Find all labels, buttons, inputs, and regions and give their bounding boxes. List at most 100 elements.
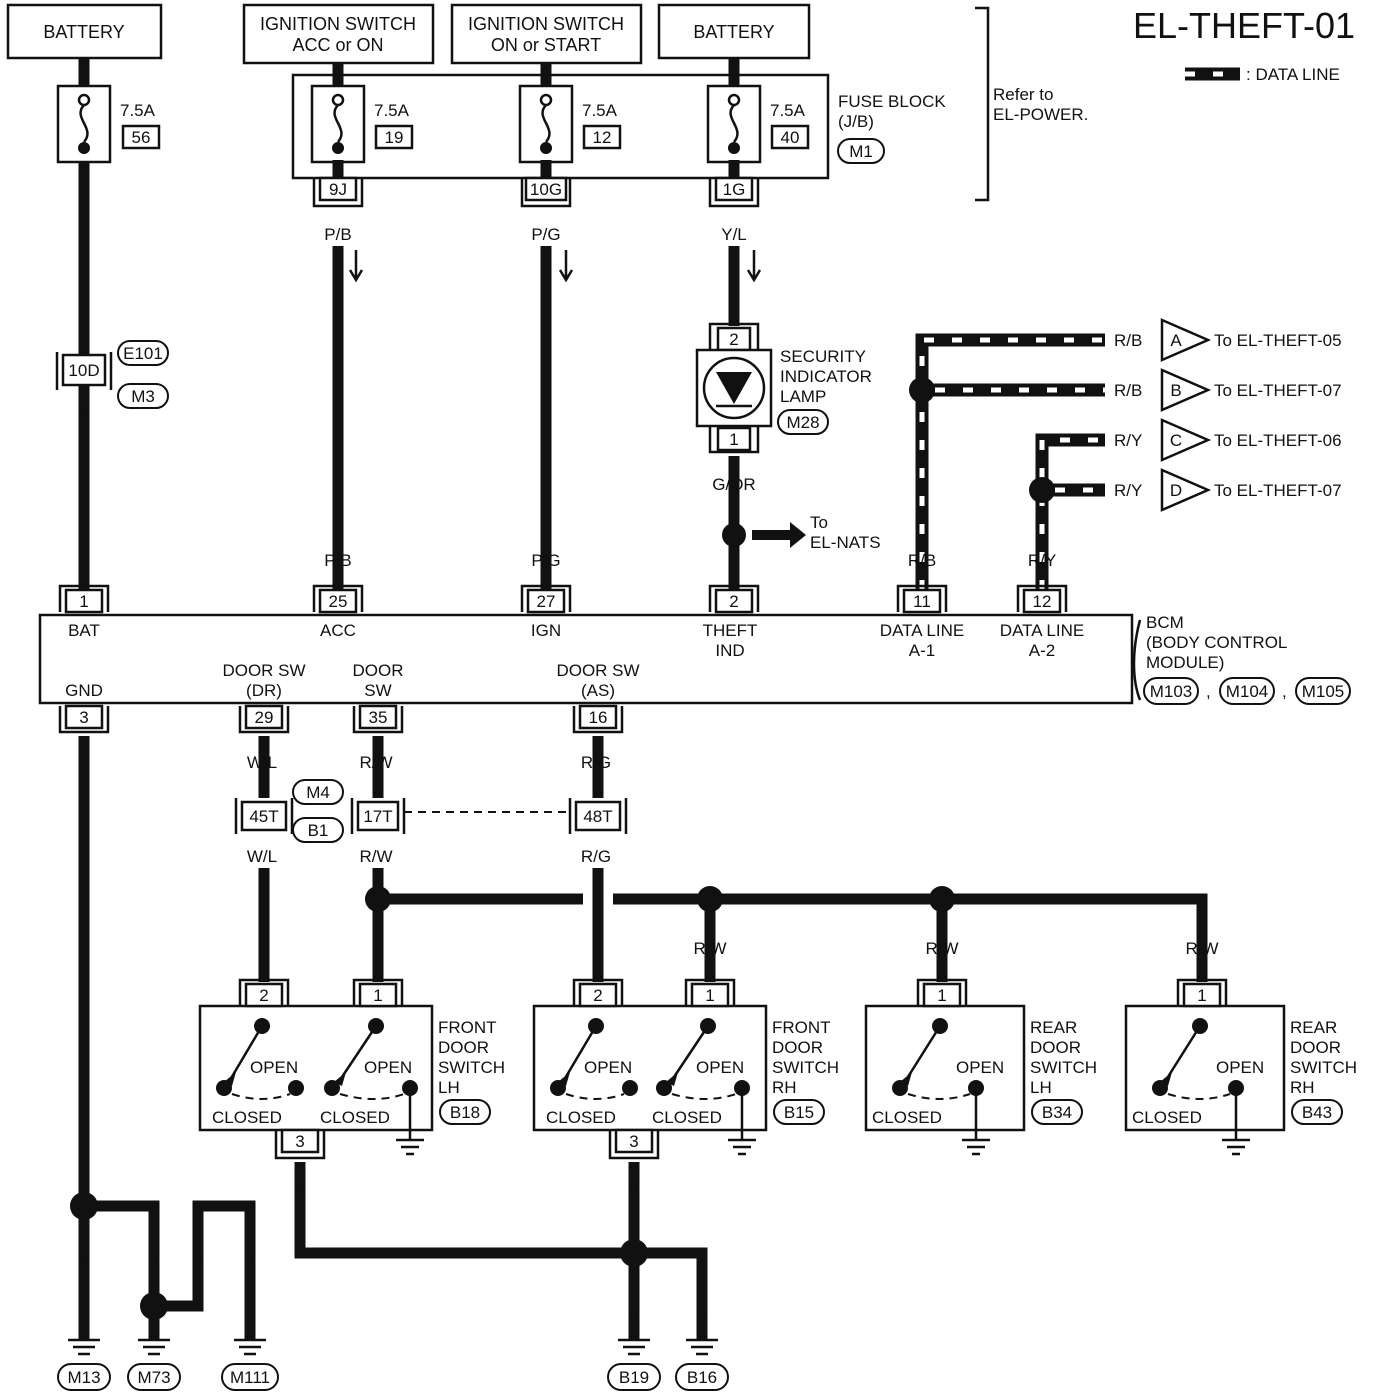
wire-label-rb-bcm: R/B (908, 551, 936, 570)
rdl-conn: B34 (1042, 1103, 1072, 1122)
mid-conn-17t (350, 798, 406, 834)
wire-label-p1: P (78, 179, 89, 198)
splice-b19 (620, 1239, 648, 1267)
ground-m111: M111 (230, 1368, 270, 1387)
ground-b16-pill (675, 1363, 729, 1391)
wire-label-ry-bcm: R/Y (1028, 551, 1056, 570)
fdr-label1: FRONT (772, 1018, 831, 1037)
mid-conn-45t (234, 798, 294, 834)
rdr-label4: RH (1290, 1078, 1315, 1097)
wire-label-b-b16: B (696, 1309, 707, 1328)
wire-label-b-fr: B (628, 1181, 639, 1200)
fdr-pin3 (608, 1128, 660, 1160)
ground-m111-pill (221, 1363, 279, 1391)
bcm-pin-35-label2: SW (364, 681, 391, 700)
term-9j (312, 176, 364, 208)
bcm-body (38, 613, 1134, 705)
ground-m73-pill (127, 1363, 181, 1391)
data-output-d (1160, 468, 1212, 512)
ground-b19: B19 (619, 1368, 649, 1387)
splice-nats (722, 523, 746, 547)
wire-label-pg1: P/G (531, 225, 560, 244)
fdl-pin1 (352, 978, 404, 1008)
wire-label-rg1: R/G (581, 753, 611, 772)
mid-conn-pill-m4 (292, 779, 344, 805)
fdl-pin2-num: 2 (259, 986, 268, 1005)
fuse-40-numbox (770, 124, 810, 150)
bcm-pin-12-num: 12 (1033, 592, 1052, 611)
fdr-conn: B15 (784, 1103, 814, 1122)
wire-label-b-m73: B (148, 1249, 159, 1268)
battery1-label: BATTERY (43, 22, 124, 42)
data-output-b (1160, 368, 1212, 412)
data-output-b-letter: B (1170, 381, 1181, 400)
bcm-pin-12 (1016, 584, 1068, 614)
bcm-pin-2-num: 2 (729, 592, 738, 611)
fuse-block-label1: FUSE BLOCK (838, 92, 946, 111)
rdl-open: OPEN (956, 1058, 1004, 1077)
rdl-switch (892, 1018, 984, 1140)
rdl-label4: LH (1030, 1078, 1052, 1097)
ign-on-label2: ON or START (491, 35, 601, 55)
fdl-label2: DOOR (438, 1038, 489, 1057)
bcm-pin-35-label1: DOOR (353, 661, 404, 680)
bcm-sep1: , (1206, 682, 1211, 701)
fdl-open-b: OPEN (364, 1058, 412, 1077)
mid-conn-48t (568, 798, 628, 834)
legend-data-line: : DATA LINE (1185, 65, 1340, 84)
wire-label-p2: P (78, 321, 89, 340)
wire-label-wl2: W/L (247, 847, 277, 866)
fdr-pin1 (684, 978, 736, 1008)
legend-label: : DATA LINE (1246, 65, 1340, 84)
ign-on-box (450, 3, 643, 65)
fuse-block-conn: M1 (849, 142, 873, 161)
lamp-pin-bot: 1 (729, 430, 738, 449)
fdl-open-a: OPEN (250, 1058, 298, 1077)
splice-a1 (909, 377, 935, 403)
rdl-pin1 (916, 978, 968, 1008)
fuse-12-numbox (582, 124, 622, 150)
wire-m111 (154, 1200, 256, 1340)
data-output-c-dest: To EL-THEFT-06 (1214, 431, 1342, 450)
fdl-closed-b: CLOSED (320, 1108, 390, 1127)
bcm-bracket (1132, 619, 1142, 701)
ground-icon (68, 1338, 100, 1356)
wire-m73 (84, 1200, 160, 1340)
ground-b16: B16 (687, 1368, 717, 1387)
ign-on-label1: IGNITION SWITCH (468, 14, 624, 34)
ground-b19-pill (607, 1363, 661, 1391)
wire-label-rg2: R/G (581, 847, 611, 866)
rdl-conn-pill (1031, 1099, 1083, 1125)
data-output-a (1160, 318, 1212, 362)
mid-conn-45t-label: 45T (249, 807, 278, 826)
rdl-label2: DOOR (1030, 1038, 1081, 1057)
rdr-conn-pill (1291, 1099, 1343, 1125)
bcm-conn1: M103 (1150, 682, 1193, 701)
data-output-d-dest: To EL-THEFT-07 (1214, 481, 1342, 500)
wire-label-pb2: P/B (324, 551, 351, 570)
bcm-conn3-pill (1295, 677, 1351, 705)
bcm-pin-1-num: 1 (79, 592, 88, 611)
fdr-label4: RH (772, 1078, 797, 1097)
wire-label-b-link: B (192, 1249, 203, 1268)
inline-connector-pin: 10D (68, 361, 99, 380)
fdl-conn-pill (439, 1099, 491, 1125)
term-1g (708, 176, 760, 208)
wire-label-b-fl: B (294, 1181, 305, 1200)
bcm-label2: (BODY CONTROL (1146, 633, 1287, 652)
bcm-pin-25 (312, 584, 364, 614)
arrow-down-icon (558, 250, 574, 283)
inline-conn-pill2 (117, 383, 169, 409)
bcm-pin-16-label2: (AS) (581, 681, 615, 700)
inline-conn-pill1 (117, 340, 169, 366)
bcm-pin-1 (58, 584, 110, 614)
data-output-c (1160, 418, 1212, 462)
data-line-a1 (915, 333, 1105, 590)
wire-label-rw-rlh: R/W (925, 939, 958, 958)
bcm-pin-2-label1: THEFT (703, 621, 758, 640)
data-output-d-letter: D (1170, 481, 1182, 500)
rdr-closed: CLOSED (1132, 1108, 1202, 1127)
bcm-label3: MODULE) (1146, 653, 1224, 672)
wire-label-yl: Y/L (721, 225, 747, 244)
